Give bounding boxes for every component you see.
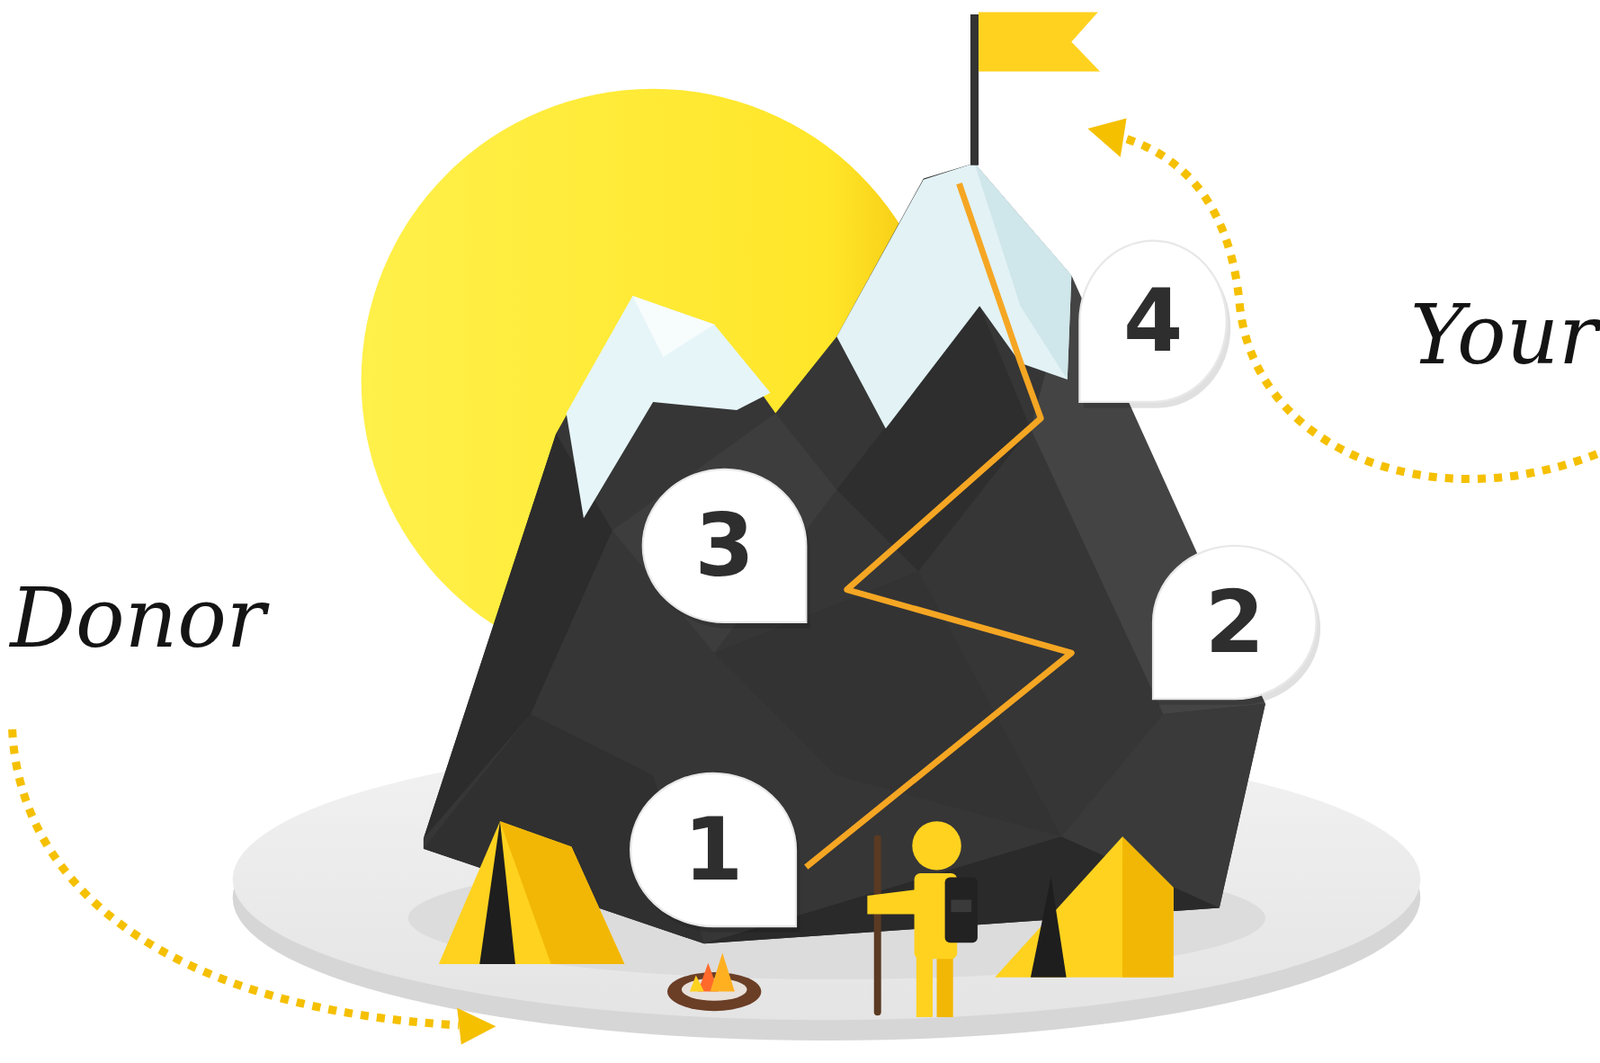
callout-number: 1 [630,773,796,927]
flag [978,12,1100,72]
callout-bubble: 3 [643,469,807,623]
callout-bubble: 4 [1079,241,1226,403]
hiker-leg [937,954,954,1018]
backpack [945,877,978,944]
snow-cap [632,295,715,358]
dotted-arrow [12,729,460,1026]
handwritten-label: Your [1410,287,1599,383]
handwritten-label: Donor [9,571,266,666]
callout-bubble: 1 [630,773,796,927]
bubble-shape [1153,545,1317,699]
callout-bubble: 2 [1153,545,1317,699]
arrow-head [1087,118,1127,158]
hiker-leg [916,954,933,1018]
backpack-pocket [950,900,972,913]
tent-door [479,821,516,965]
tent-door [1030,877,1067,978]
flame [710,952,735,992]
flame [689,974,705,992]
bubble-shape [643,469,807,623]
tent [1122,836,1174,978]
tent [994,836,1174,978]
hiker-head [911,821,961,870]
callout-number: 4 [1079,241,1226,403]
bubble-shape [630,773,796,927]
callout-number: 2 [1153,545,1317,699]
tent [500,821,625,965]
bubble-shape [1079,241,1226,403]
flag-pole [970,14,979,166]
walking-stick [874,838,882,1012]
hiker-arm [867,889,916,914]
mountain-facet [612,412,838,653]
mountain [423,162,1266,944]
tent [438,821,625,965]
arrow-head [456,1008,496,1046]
callout-number: 3 [643,469,807,623]
trail-line [805,183,1072,868]
snow-cap [836,162,1072,429]
